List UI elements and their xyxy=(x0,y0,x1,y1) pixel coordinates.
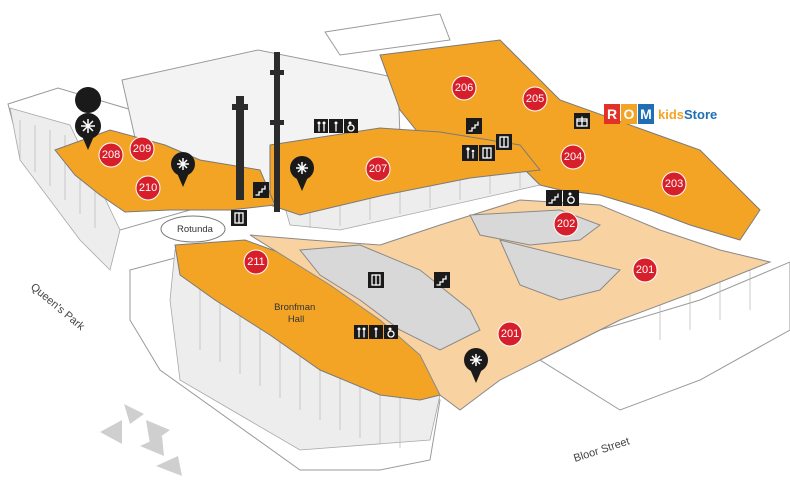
gallery-badges: 201 201 202 203 204 205 206 207 208 209 … xyxy=(98,75,687,347)
svg-text:202: 202 xyxy=(557,218,575,230)
stairs-icon[interactable] xyxy=(434,272,450,288)
logo-store-text: Store xyxy=(684,106,718,122)
logo-kids-text: kids xyxy=(658,106,685,122)
svg-text:204: 204 xyxy=(564,151,582,163)
accessible-washroom-icon[interactable] xyxy=(563,190,579,206)
point-of-interest-icon[interactable] xyxy=(464,348,488,383)
svg-text:206: 206 xyxy=(455,82,473,94)
gallery-badge-211[interactable]: 211 xyxy=(243,249,269,275)
gallery-badge-203[interactable]: 203 xyxy=(661,171,687,197)
svg-text:207: 207 xyxy=(369,163,387,175)
svg-text:210: 210 xyxy=(139,182,157,194)
washroom-icon[interactable] xyxy=(369,325,383,339)
elevator-icon[interactable] xyxy=(496,134,512,150)
elevator-icon[interactable] xyxy=(368,272,384,288)
washroom-icon[interactable] xyxy=(329,119,343,133)
accessible-washroom-icon[interactable] xyxy=(384,325,398,339)
elevator-icon[interactable] xyxy=(231,210,247,226)
gallery-badge-202[interactable]: 202 xyxy=(553,211,579,237)
floor-crystal-201 xyxy=(249,199,772,411)
accessible-washroom-icon[interactable] xyxy=(344,119,358,133)
bloor-street-label: Bloor Street xyxy=(572,435,631,464)
gallery-badge-207[interactable]: 207 xyxy=(365,156,391,182)
stairs-icon[interactable] xyxy=(466,118,482,134)
svg-text:201: 201 xyxy=(636,264,654,276)
gallery-badge-201-east[interactable]: 201 xyxy=(632,257,658,283)
washroom-icon[interactable] xyxy=(354,325,368,339)
gift-shop-icon[interactable] xyxy=(574,113,590,129)
washroom-icon[interactable] xyxy=(314,119,328,133)
gallery-badge-204[interactable]: 204 xyxy=(560,144,586,170)
svg-text:203: 203 xyxy=(665,178,683,190)
point-of-interest-icon[interactable] xyxy=(171,152,195,187)
queens-park-street-label: Queen's Park xyxy=(28,281,87,333)
bronfman-hall-label: Bronfman Hall xyxy=(274,302,318,325)
svg-text:211: 211 xyxy=(247,256,265,268)
compass-north-arrow-icon xyxy=(100,404,182,476)
rotunda-floor xyxy=(160,215,226,243)
rotunda-label: Rotunda xyxy=(177,224,214,235)
gallery-badge-210[interactable]: 210 xyxy=(135,175,161,201)
gallery-badge-206[interactable]: 206 xyxy=(451,75,477,101)
point-of-interest-icon[interactable] xyxy=(290,156,314,191)
gallery-badge-208[interactable]: 208 xyxy=(98,142,124,168)
stairs-icon[interactable] xyxy=(253,182,269,198)
gallery-badge-209[interactable]: 209 xyxy=(129,136,155,162)
gallery-badge-205[interactable]: 205 xyxy=(522,86,548,112)
family-icon[interactable] xyxy=(462,145,478,161)
svg-text:208: 208 xyxy=(102,149,120,161)
logo-letter-o: O xyxy=(621,104,637,124)
svg-text:209: 209 xyxy=(133,143,151,155)
svg-text:201: 201 xyxy=(501,328,519,340)
stairs-icon[interactable] xyxy=(546,190,562,206)
rom-kids-store-logo[interactable]: R O M kids Store xyxy=(604,102,717,126)
bronfman-hall-label-line1: Bronfman xyxy=(274,302,315,313)
atrium-void-south xyxy=(499,239,621,301)
elevator-icon[interactable] xyxy=(479,145,495,161)
svg-text:205: 205 xyxy=(526,93,544,105)
point-of-interest-icon[interactable] xyxy=(75,87,102,150)
totem-poles-icon xyxy=(232,52,284,212)
atrium-void xyxy=(299,244,481,351)
bronfman-hall-label-line2: Hall xyxy=(288,314,304,325)
logo-letter-m: M xyxy=(638,104,654,124)
poi-pins xyxy=(75,87,488,383)
gallery-badge-201-south[interactable]: 201 xyxy=(497,321,523,347)
facility-icons xyxy=(231,113,590,339)
logo-letter-r: R xyxy=(604,104,620,124)
